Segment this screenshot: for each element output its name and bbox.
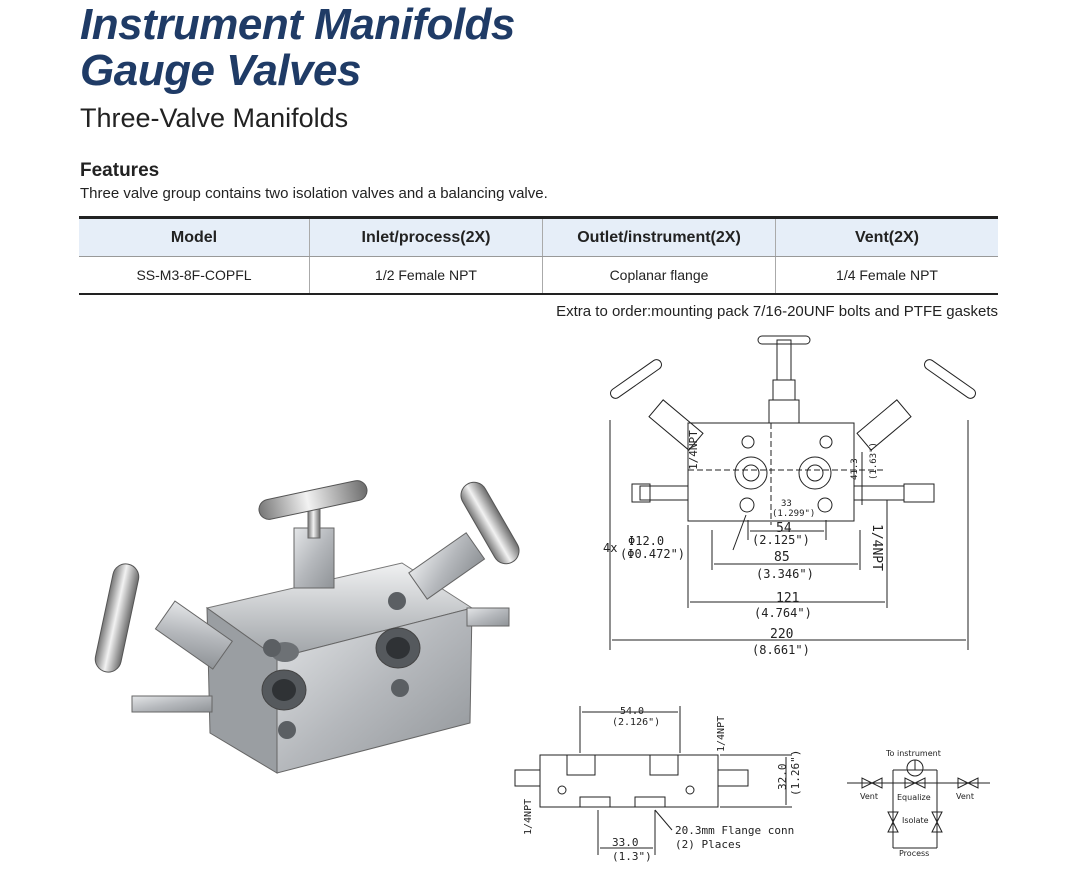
column-header-outlet: Outlet/instrument(2X) <box>542 216 776 257</box>
dim-54-mm: 54 <box>776 521 792 536</box>
title-line-1: Instrument Manifolds <box>80 0 515 49</box>
dim-220-in: (8.661") <box>752 643 810 657</box>
side-dim-top-mm: 54.0 <box>620 706 644 717</box>
side-view-body <box>539 754 719 808</box>
spec-table: Model Inlet/process(2X) Outlet/instrumen… <box>79 216 998 295</box>
front-view-body <box>687 422 855 522</box>
schematic-equalize: Equalize <box>897 793 931 802</box>
cell-vent: 1/4 Female NPT <box>775 256 998 295</box>
title-line-2: Gauge Valves <box>80 46 361 95</box>
side-height-mm: 32.0 <box>776 764 789 791</box>
features-text: Three valve group contains two isolation… <box>80 185 548 202</box>
column-header-inlet: Inlet/process(2X) <box>309 216 543 257</box>
schematic-process: Process <box>899 849 929 858</box>
schematic-to-instrument: To instrument <box>885 749 941 758</box>
schematic-vent-left: Vent <box>860 792 878 801</box>
front-vent-left-label: 1/4NPT <box>687 430 700 470</box>
side-npt-top: 1/4NPT <box>716 716 727 752</box>
dim-54-in: (2.125") <box>752 533 810 547</box>
features-heading: Features <box>80 160 160 181</box>
flange-note: 20.3mm Flange conn <box>675 824 794 837</box>
table-header-row: Model Inlet/process(2X) Outlet/instrumen… <box>79 216 998 257</box>
page-title: Instrument Manifolds Gauge Valves <box>80 2 515 94</box>
dim-220-mm: 220 <box>770 627 793 642</box>
side-dim-bottom-mm: 33.0 <box>612 836 639 849</box>
schematic-vent-right: Vent <box>956 792 974 801</box>
table-row: SS-M3-8F-COPFL 1/2 Female NPT Coplanar f… <box>79 256 998 295</box>
dim-41-mm: 41.3 <box>850 458 860 480</box>
dim-85-in: (3.346") <box>756 567 814 581</box>
side-dim-top-in: (2.126") <box>612 717 660 728</box>
page-subtitle: Three-Valve Manifolds <box>80 103 349 133</box>
dim-41-in: (1.63") <box>869 442 879 480</box>
dim-121-mm: 121 <box>776 591 799 606</box>
extra-order-note: Extra to order:mounting pack 7/16-20UNF … <box>556 303 998 320</box>
hole-dia-mm-label: Φ12.0 <box>628 534 664 548</box>
column-header-model: Model <box>79 216 310 257</box>
cell-inlet: 1/2 Female NPT <box>309 256 543 295</box>
column-header-vent: Vent(2X) <box>775 216 998 257</box>
cell-outlet: Coplanar flange <box>542 256 776 295</box>
dim-33-mm: 33 <box>781 499 792 509</box>
cell-model: SS-M3-8F-COPFL <box>79 256 310 295</box>
front-vent-right-label: 1/4NPT <box>869 524 884 571</box>
dim-85-mm: 85 <box>774 550 790 565</box>
hole-dia-in-label: (Φ0.472") <box>620 547 685 561</box>
side-dim-bottom-in: (1.3") <box>612 850 652 863</box>
schematic-isolate: Isolate <box>902 816 929 825</box>
side-height-in: (1.26") <box>789 750 802 796</box>
side-npt-left: 1/4NPT <box>523 799 534 835</box>
manifold-product-photo <box>94 480 520 774</box>
dim-121-in: (4.764") <box>754 606 812 620</box>
dim-33-in: (1.299") <box>772 509 815 519</box>
flange-places: (2) Places <box>675 838 741 851</box>
hole-count-label: 4x <box>603 541 617 555</box>
